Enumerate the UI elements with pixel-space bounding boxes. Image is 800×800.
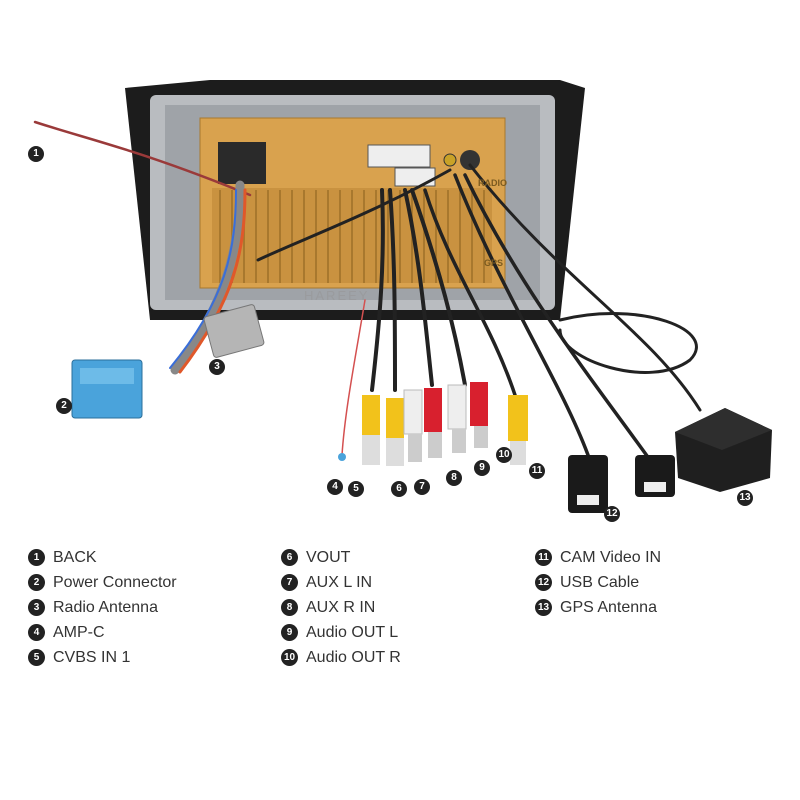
rca-plugs xyxy=(362,382,528,466)
harness-colored-2 xyxy=(169,189,237,369)
callout-5: 5 xyxy=(348,481,364,497)
legend-label: AUX L IN xyxy=(306,573,373,591)
callout-12: 12 xyxy=(604,506,620,522)
harness-bundle xyxy=(170,180,245,375)
callout-1: 1 xyxy=(28,146,44,162)
wire-back xyxy=(33,120,252,197)
callout-4: 4 xyxy=(327,479,343,495)
power-connector xyxy=(71,359,143,419)
head-unit-illustration xyxy=(33,80,772,513)
watermark: HAREEY xyxy=(304,288,370,303)
legend-label: BACK xyxy=(53,548,97,566)
legend-label: Audio OUT L xyxy=(306,623,399,641)
amp-wire xyxy=(341,299,366,456)
radio-antenna-adapter xyxy=(203,304,265,358)
legend-number: 10 xyxy=(281,649,298,666)
gps-panel-label: GPS xyxy=(484,258,504,268)
aux-socket-2 xyxy=(394,167,436,187)
radio-panel-label: RADIO xyxy=(478,178,507,188)
legend-number: 4 xyxy=(28,624,45,641)
legend-item-13: 13 GPS Antenna xyxy=(535,595,661,620)
callout-2: 2 xyxy=(56,398,72,414)
legend-number: 2 xyxy=(28,574,45,591)
legend-number: 5 xyxy=(28,649,45,666)
legend-number: 7 xyxy=(281,574,298,591)
gps-coil xyxy=(558,312,698,374)
callout-6: 6 xyxy=(391,481,407,497)
legend-number: 1 xyxy=(28,549,45,566)
legend-item-4: 4 AMP-C xyxy=(28,620,177,645)
usb-cable xyxy=(453,173,590,457)
legend-label: USB Cable xyxy=(560,573,640,591)
legend-number: 8 xyxy=(281,599,298,616)
legend-number: 13 xyxy=(535,599,552,616)
legend-column-2: 6 VOUT 7 AUX L IN 8 AUX R IN 9 Audio OUT L 1… xyxy=(281,545,401,670)
legend-item-5: 5 CVBS IN 1 xyxy=(28,645,177,670)
legend-number: 6 xyxy=(281,549,298,566)
legend-label: Radio Antenna xyxy=(53,598,158,616)
callout-7: 7 xyxy=(414,479,430,495)
legend-column-3: 11 CAM Video IN 12 USB Cable 13 GPS Antenna xyxy=(535,545,661,620)
heatsink-fins xyxy=(212,188,492,283)
callout-10: 10 xyxy=(496,447,512,463)
callout-8: 8 xyxy=(446,470,462,486)
callout-13: 13 xyxy=(737,490,753,506)
legend-label: AUX R IN xyxy=(306,598,376,616)
legend-number: 11 xyxy=(535,549,552,566)
gps-cable xyxy=(468,163,702,412)
legend-label: Audio OUT R xyxy=(306,648,401,666)
rca-cable-4 xyxy=(410,188,467,387)
legend-item-10: 10 Audio OUT R xyxy=(281,645,401,670)
rca-cable-3 xyxy=(403,188,434,387)
harness-colored xyxy=(178,188,247,374)
legend-item-7: 7 AUX L IN xyxy=(281,570,401,595)
rca-cable-2 xyxy=(388,188,397,392)
legend-number: 12 xyxy=(535,574,552,591)
gps-antenna xyxy=(675,408,772,492)
legend-label: VOUT xyxy=(306,548,351,566)
legend-item-12: 12 USB Cable xyxy=(535,570,661,595)
wires xyxy=(33,120,702,462)
amp-c-tip xyxy=(338,453,346,461)
legend-item-6: 6 VOUT xyxy=(281,545,401,570)
callout-9: 9 xyxy=(474,460,490,476)
legend-item-1: 1 BACK xyxy=(28,545,177,570)
legend-label: CVBS IN 1 xyxy=(53,648,131,666)
legend-item-9: 9 Audio OUT L xyxy=(281,620,401,645)
aux-socket xyxy=(367,144,431,168)
rca-cable-1 xyxy=(370,188,385,392)
callout-3: 3 xyxy=(209,359,225,375)
legend-item-3: 3 Radio Antenna xyxy=(28,595,177,620)
main-harness-socket xyxy=(218,142,266,184)
legend-label: GPS Antenna xyxy=(560,598,657,616)
radio-antenna-jack xyxy=(460,150,480,170)
legend-number: 9 xyxy=(281,624,298,641)
legend-item-2: 2 Power Connector xyxy=(28,570,177,595)
gps-jack xyxy=(443,153,457,167)
callout-11: 11 xyxy=(529,463,545,479)
legend-number: 3 xyxy=(28,599,45,616)
legend-item-8: 8 AUX R IN xyxy=(281,595,401,620)
usb-plugs xyxy=(568,455,675,513)
legend-item-11: 11 CAM Video IN xyxy=(535,545,661,570)
cam-cable xyxy=(423,188,517,397)
legend-label: AMP-C xyxy=(53,623,105,641)
legend-label: CAM Video IN xyxy=(560,548,662,566)
radio-antenna-cable xyxy=(256,168,452,262)
legend-label: Power Connector xyxy=(53,573,177,591)
